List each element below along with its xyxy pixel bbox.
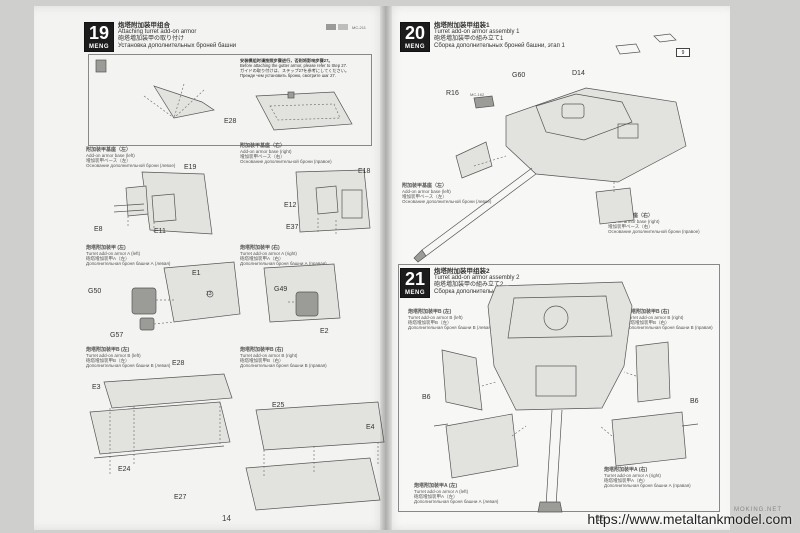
step-number: 20 [404,23,426,43]
warning-line-ru: Прежде чем установить броню, смотрите ша… [240,73,336,78]
paint-code: MC-211 [352,25,366,30]
title-jp: 砲塔増加装甲の組み立て2 [434,282,504,288]
caption-armor-b-right: 炮塔附加装甲B (右) Turret add-on armor B (right… [240,347,327,369]
step-19-heading: 炮塔附加装甲组合 Attaching turret add-on armor 砲… [118,22,318,50]
booklet-spine [380,6,392,530]
part-label-e11: E11 [154,228,166,235]
title-en: Attaching turret add-on armor [118,29,197,35]
instruction-booklet: 19 MENG 炮塔附加装甲组合 Attaching turret add-on… [34,6,730,530]
title-jp: 砲塔増加装甲の組み立て1 [434,36,504,42]
watermark-small: MOKING.NET [733,507,782,513]
caption-step21-b-right: 炮塔附加装甲B (右) Turret add-on armor B (right… [626,309,713,331]
step-ref-badge: 9 [676,48,690,57]
paint-code: MC-162 [470,92,485,97]
part-label-e25: E25 [272,402,285,409]
caption-step21-a-right: 炮塔附加装甲A (右) Turret add-on armor A (right… [604,467,691,489]
step-19-badge: 19 MENG [84,22,114,52]
part-label-b6-left: B6 [422,394,431,401]
right-page: 20 MENG 炮塔附加装甲组装1 Turret add-on armor as… [386,6,730,530]
caption-armor-base-left: 附加装甲基座（左） Add-on armor base (left) 増加装甲ベ… [86,147,176,169]
left-page: 19 MENG 炮塔附加装甲组合 Attaching turret add-on… [34,6,386,530]
warning-note: 安装模组时请按照步骤进行，否则将影响步骤27。 Before attaching… [240,58,368,78]
part-label-e37: E37 [286,224,299,231]
caption-armor-base-right: 附加装甲基座（右） Add-on armor base (right) 増加装甲… [240,143,332,165]
brand-label: MENG [405,290,425,296]
part-label-e12: E12 [284,202,297,209]
warning-line-en: Before attaching the gutter armor, pleas… [240,63,348,68]
caption-step21-a-left: 炮塔附加装甲A (左) Turret add-on armor A (left)… [414,483,499,505]
caption-armor-b-left: 炮塔附加装甲B (左) Turret add-on armor B (left)… [86,347,171,369]
part-label-r16: R16 [446,90,459,97]
part-label-e4: E4 [366,424,375,431]
page-number-right: 15 [596,514,605,523]
caption-armor-a-left: 炮塔附加装甲 (左) Turret add-on armor A (left) … [86,245,171,267]
caption-step21-b-left: 炮塔附加装甲B (左) Turret add-on armor B (left)… [408,309,493,331]
title-cn: 炮塔附加装甲组合 [118,22,170,29]
part-label-g50: G50 [88,288,102,295]
caption-armor-a-right: 炮塔附加装甲 (右) Turret add-on armor A (right)… [240,245,327,267]
ref-circle-13: 13 [206,291,212,297]
part-label-g60: G60 [512,72,526,79]
part-label-g49: G49 [274,286,288,293]
page-number-left: 14 [222,514,231,523]
step-21-badge: 21 MENG [400,268,430,298]
paint-swatch [326,24,336,30]
part-label-e3: E3 [92,384,101,391]
title-ru: Установка дополнительных броней башни [118,43,237,49]
step-20-heading: 炮塔附加装甲组装1 Turret add-on armor assembly 1… [434,22,634,50]
step-20-badge: 20 MENG [400,22,430,52]
step-number: 19 [88,23,110,43]
warning-line-cn: 安装模组时请按照步骤进行，否则将影响步骤27。 [240,58,333,63]
part-label-d14: D14 [572,70,585,77]
part-label-e19: E19 [184,164,197,171]
step-19-frame [88,54,372,146]
title-cn: 炮塔附加装甲组装2 [434,268,490,275]
right-page-drawings [413,33,699,513]
part-label-e24: E24 [118,466,131,473]
caption-step20-base-left: 附加装甲基座（左） Add-on armor base (left) 増加装甲ベ… [402,183,492,205]
part-label-e27: E27 [174,494,187,501]
part-label-e28-b: E28 [172,360,185,367]
brand-label: MENG [89,44,109,50]
watermark-url: https://www.metaltankmodel.com [587,511,792,527]
title-jp: 砲塔増加装甲の取り付け [118,36,185,42]
part-label-g57: G57 [110,332,124,339]
step-number: 21 [404,269,426,289]
warning-line-jp: ガイドの取り付けは、ステップ27を参考にしてください。 [240,68,350,73]
paint-swatch [338,24,348,30]
part-label-e18: E18 [358,168,371,175]
title-en: Turret add-on armor assembly 1 [434,29,520,35]
part-label-e28: E28 [224,118,237,125]
title-cn: 炮塔附加装甲组装1 [434,22,490,29]
part-label-e8: E8 [94,226,103,233]
title-en: Turret add-on armor assembly 2 [434,275,520,281]
title-ru: Сборка дополнительных броней башни, этап… [434,43,565,49]
part-label-e2: E2 [320,328,329,335]
left-page-drawings [89,59,385,511]
brand-label: MENG [405,44,425,50]
part-label-b6-right: B6 [690,398,699,405]
part-label-e1: E1 [192,270,201,277]
